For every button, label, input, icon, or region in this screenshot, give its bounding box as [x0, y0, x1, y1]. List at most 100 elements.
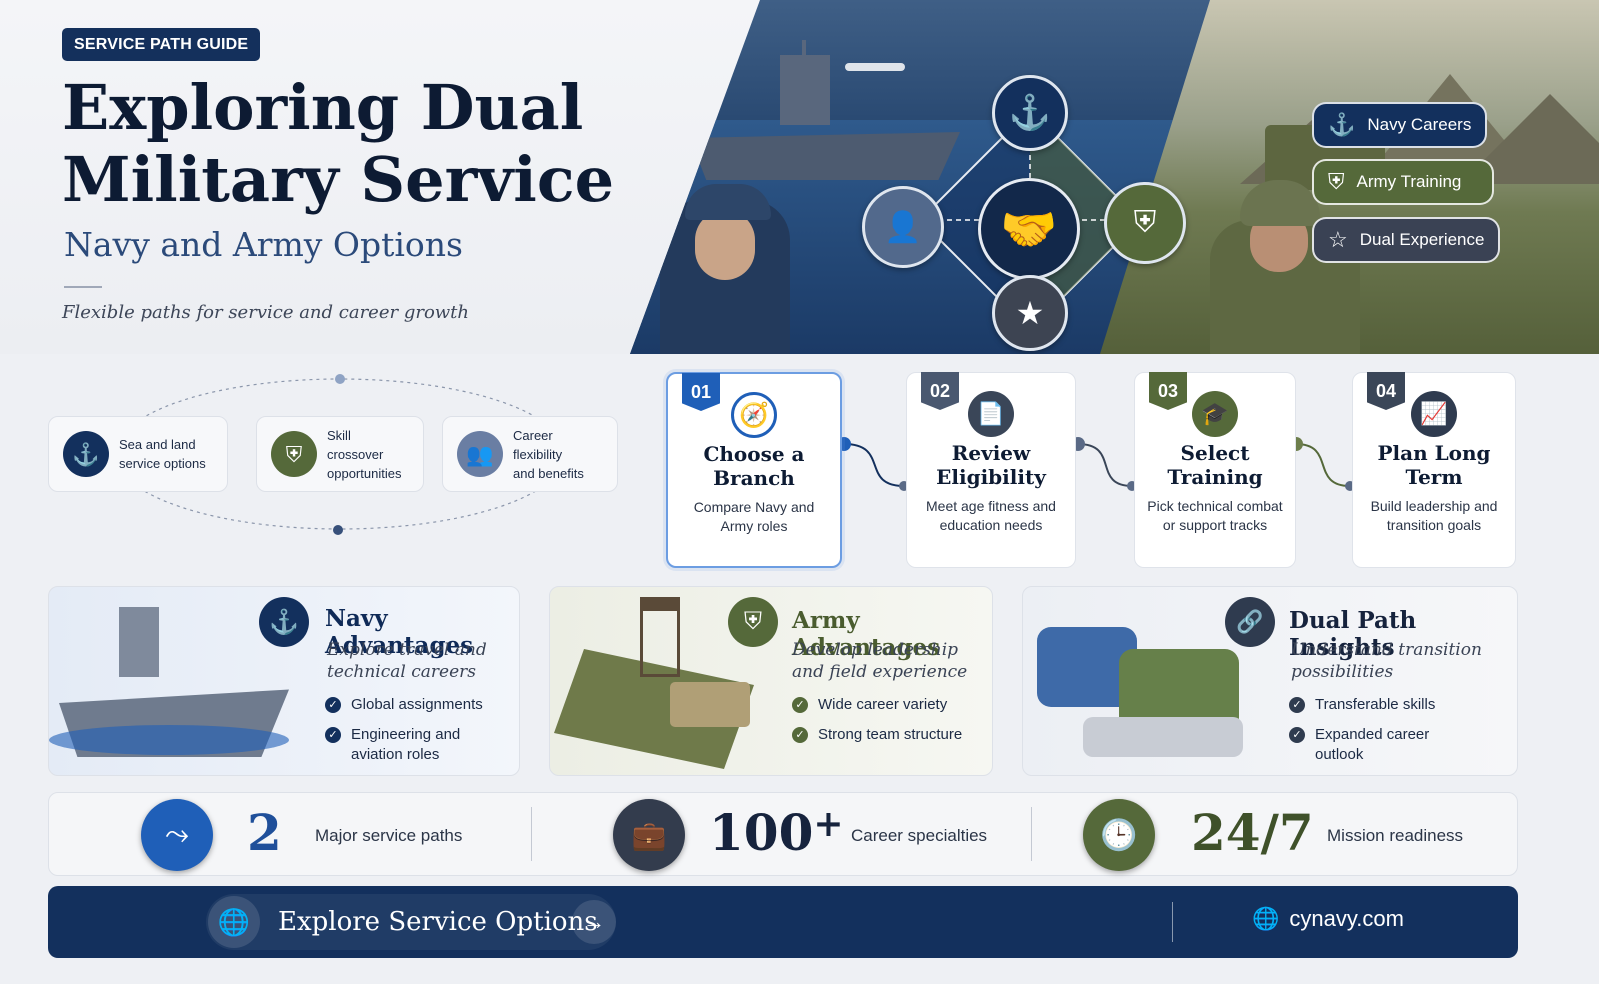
bullet-item: ✓ Transferable skills [1289, 695, 1435, 715]
bullet-text: Wide career variety [818, 696, 948, 713]
step-choose-branch[interactable]: 01 🧭 Choose a Branch Compare Navy and Ar… [666, 372, 842, 568]
people-icon: 👥 [457, 431, 503, 477]
shield-icon: ⛨ [271, 431, 317, 477]
star-icon: ☆ [1328, 227, 1348, 252]
feature-label: Skill crossover [327, 427, 384, 462]
bullet-item: ✓ Expanded career outlook [1289, 725, 1459, 765]
water-base [49, 725, 289, 755]
step-desc: Compare Navy and Army roles [693, 499, 815, 534]
feature-label: Sea and land [119, 437, 196, 452]
feature-ring [114, 374, 560, 535]
divider [64, 286, 102, 288]
website-link[interactable]: 🌐 cynavy.com [1252, 906, 1404, 932]
check-icon: ✓ [792, 727, 808, 743]
card-desc: Develop leadership and field experience [792, 640, 968, 682]
globe-icon: 🌐 [208, 896, 260, 948]
stats-bar: ⤳ 2 Major service paths 💼 100+ Career sp… [48, 792, 1518, 876]
divider [1172, 902, 1173, 942]
hero-banner: SERVICE PATH GUIDE Exploring Dual Milita… [0, 0, 1599, 354]
page-title: Exploring Dual Military Service [62, 71, 615, 216]
navy-advantages-card: ⚓ Navy Advantages Explore travel and tec… [48, 586, 520, 776]
star-icon: ★ [992, 275, 1068, 351]
step-review-eligibility[interactable]: 02 📄 Review Eligibility Meet age fitness… [906, 372, 1076, 568]
step-number: 01 [682, 373, 720, 411]
explore-button[interactable]: 🌐 Explore Service Options → [206, 894, 616, 950]
step-title: Plan Long Term [1377, 441, 1491, 489]
feature-career-flexibility: 👥 Career flexibility and benefits [442, 416, 618, 492]
ship-tower [119, 607, 159, 677]
bullet-text: Transferable skills [1315, 696, 1436, 713]
step-desc: Meet age fitness and education needs [926, 498, 1056, 533]
stat-label: Major service paths [315, 826, 463, 845]
website-label: cynavy.com [1289, 906, 1404, 931]
anchor-icon: ⚓ [1328, 112, 1356, 137]
link-icon: 🔗 [1225, 597, 1275, 647]
bullet-text: Strong team structure [818, 726, 963, 743]
step-desc: Pick technical combat or support tracks [1147, 498, 1283, 533]
step-title: Choose a Branch [703, 442, 805, 490]
bullet-item: ✓ Wide career variety [792, 695, 947, 715]
card-desc: Explore travel and technical careers [327, 640, 487, 682]
explore-label: Explore Service Options [278, 907, 598, 937]
bullet-item: ✓ Strong team structure [792, 725, 962, 745]
clock-icon: 🕒 [1083, 799, 1155, 871]
ship-illustration [690, 132, 960, 180]
step-title: Review Eligibility [936, 441, 1046, 489]
divider [531, 807, 532, 861]
divider [1031, 807, 1032, 861]
step-desc: Build leadership and transition goals [1370, 498, 1498, 533]
page-tagline: Flexible paths for service and career gr… [62, 302, 470, 323]
step-plan-long-term[interactable]: 04 📈 Plan Long Term Build leadership and… [1352, 372, 1516, 568]
shield-icon: ⛨ [728, 597, 778, 647]
stat-value: 100 [709, 803, 814, 862]
step-number: 02 [921, 372, 959, 410]
shield-icon: ⛨ [1328, 169, 1345, 194]
step-select-training[interactable]: 03 🎓 Select Training Pick technical comb… [1134, 372, 1296, 568]
pill-army-training[interactable]: ⛨ Army Training [1312, 159, 1494, 205]
guide-tag: SERVICE PATH GUIDE [62, 28, 261, 61]
step-title: Select Training [1167, 441, 1263, 489]
bullet-item: ✓Global assignments [325, 695, 483, 715]
sailor-face [695, 210, 755, 280]
arrow-right-icon[interactable]: → [572, 900, 616, 944]
stat-value-group: 100+ [709, 803, 844, 862]
briefcase-icon: 💼 [613, 799, 685, 871]
step-number: 04 [1367, 372, 1405, 410]
card-title: Army Advantages [792, 607, 941, 661]
person-icon: 👤 [862, 186, 944, 268]
pill-label: Dual Experience [1359, 230, 1485, 249]
sailor-cap [685, 184, 771, 220]
handshake-icon: 🤝 [978, 178, 1080, 280]
army-advantages-card: ⛨ Army Advantages Develop leadership and… [549, 586, 993, 776]
card-desc: Understand transition possibilities [1291, 640, 1482, 682]
cta-bar: 🌐 Explore Service Options → 🌐 cynavy.com [48, 886, 1518, 958]
pill-navy-careers[interactable]: ⚓ Navy Careers [1312, 102, 1488, 148]
check-icon: ✓ [792, 697, 808, 713]
bullet-text: Expanded career outlook [1315, 726, 1430, 763]
anchor-icon: ⚓ [63, 431, 109, 477]
check-icon: ✓ [325, 697, 341, 713]
watchtower-illustration [640, 597, 680, 677]
check-icon: ✓ [1289, 727, 1305, 743]
check-icon: ✓ [325, 727, 341, 743]
pill-label: Navy Careers [1367, 115, 1472, 134]
feature-label: Career flexibility [513, 427, 563, 462]
document-icon: 📄 [968, 391, 1014, 437]
check-icon: ✓ [1289, 697, 1305, 713]
feature-label: and benefits [513, 465, 584, 481]
card-title: Dual Path Insights [1289, 607, 1417, 661]
stat-value: 2 [247, 803, 282, 862]
stat-label: Career specialties [851, 826, 988, 845]
ship-mast [802, 40, 806, 70]
soldier-helmet [1240, 180, 1320, 226]
pill-dual-experience[interactable]: ☆ Dual Experience [1312, 217, 1501, 263]
dual-path-insights-card: 🔗 Dual Path Insights Understand transiti… [1022, 586, 1518, 776]
puzzle-piece-gray [1083, 717, 1243, 757]
stat-suffix: + [813, 803, 844, 845]
stat-value: 24/7 [1191, 803, 1314, 862]
anchor-icon: ⚓ [992, 75, 1068, 151]
anchor-icon: ⚓ [259, 597, 309, 647]
globe-icon: 🌐 [1252, 906, 1280, 931]
shield-icon: ⛨ [1104, 182, 1186, 264]
